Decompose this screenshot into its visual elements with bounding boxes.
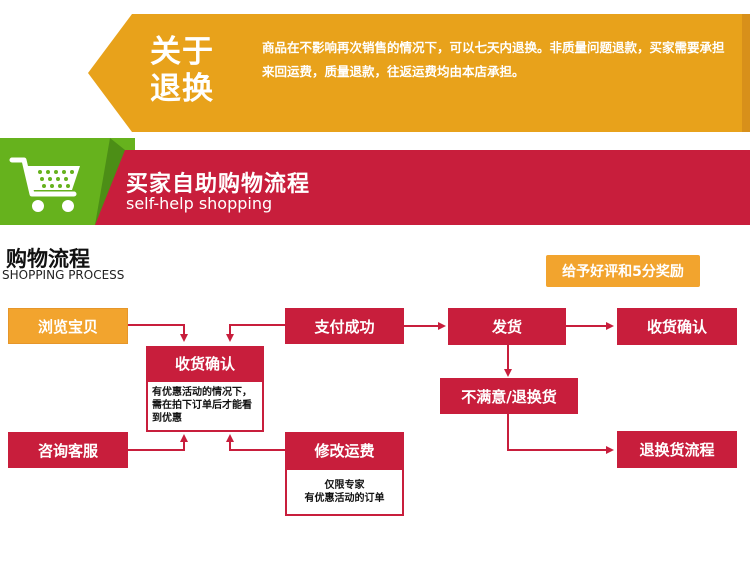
return-title: 关于 退换 [150,34,230,108]
self-help-header-shape [0,138,750,225]
self-help-title-en: self-help shopping [126,194,273,213]
step-modify-shipping[interactable]: 修改运费 [285,432,404,468]
reward-badge: 给予好评和5分奖励 [546,255,700,287]
step-confirm-receipt-final[interactable]: 收货确认 [617,308,737,345]
banner-shape [88,14,750,132]
step-confirm-receipt[interactable]: 收货确认 [146,346,264,380]
self-help-header: 买家自助购物流程 self-help shopping [0,138,750,225]
step-ship[interactable]: 发货 [448,308,566,345]
exclusive-note-line1: 仅限专家 [324,480,365,491]
return-title-line1: 关于 [150,34,214,70]
return-policy-banner: 关于 退换 商品在不影响再次销售的情况下，可以七天内退换。非质量问题退款，买家需… [0,0,750,135]
exclusive-note-line2: 有优惠活动的订单 [304,493,385,504]
step-unsatisfied-return[interactable]: 不满意/退换货 [440,378,578,414]
step-return-process[interactable]: 退换货流程 [617,431,737,468]
process-title-en: SHOPPING PROCESS [2,268,125,282]
return-title-line2: 退换 [150,71,214,107]
promo-note: 有优惠活动的情况下，需在拍下订单后才能看到优惠 [146,380,264,432]
shopping-cart-icon [9,157,80,212]
process-title-cn: 购物流程 [6,247,90,271]
step-pay-success[interactable]: 支付成功 [285,308,404,344]
return-policy-text: 商品在不影响再次销售的情况下，可以七天内退换。非质量问题退款，买家需要承担来回运… [262,40,725,79]
self-help-title-cn: 买家自助购物流程 [126,172,311,197]
step-browse[interactable]: 浏览宝贝 [8,308,128,344]
step-consult[interactable]: 咨询客服 [8,432,128,468]
exclusive-note: 仅限专家 有优惠活动的订单 [285,468,404,516]
